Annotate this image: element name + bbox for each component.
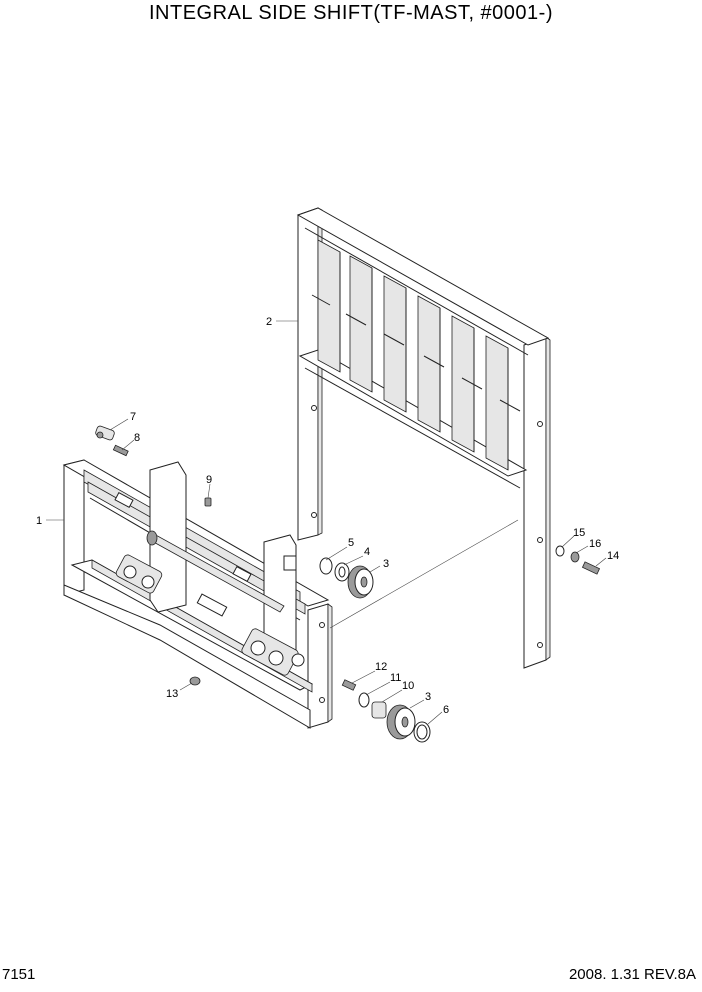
callout-6: 6 <box>443 704 449 716</box>
hardware-parts <box>95 425 601 743</box>
callout-14: 14 <box>607 550 619 562</box>
callout-13: 13 <box>166 688 178 700</box>
callout-1: 1 <box>36 515 42 527</box>
callout-10: 10 <box>402 680 414 692</box>
page-number: 7151 <box>2 966 36 983</box>
callout-11: 11 <box>390 672 401 684</box>
callout-7: 7 <box>130 411 136 423</box>
leader-lines <box>46 320 607 725</box>
date-revision: 2008. 1.31 REV.8A <box>568 966 696 983</box>
callout-9: 9 <box>206 474 212 486</box>
callout-3-upper: 3 <box>383 558 389 570</box>
callout-5: 5 <box>348 537 354 549</box>
callout-15: 15 <box>573 527 585 539</box>
callout-12: 12 <box>375 661 387 673</box>
side-shift-carriage <box>62 459 333 729</box>
callout-8: 8 <box>134 432 140 444</box>
callout-16: 16 <box>589 538 601 550</box>
callout-labels: 1 2 3 4 5 7 8 9 12 11 10 3 6 13 15 16 14 <box>36 316 619 716</box>
callout-4: 4 <box>364 546 370 558</box>
callout-2: 2 <box>266 316 272 328</box>
callout-3-lower: 3 <box>425 691 431 703</box>
load-backrest <box>296 207 551 669</box>
page-title: INTEGRAL SIDE SHIFT(TF-MAST, #0001-) <box>149 2 553 24</box>
